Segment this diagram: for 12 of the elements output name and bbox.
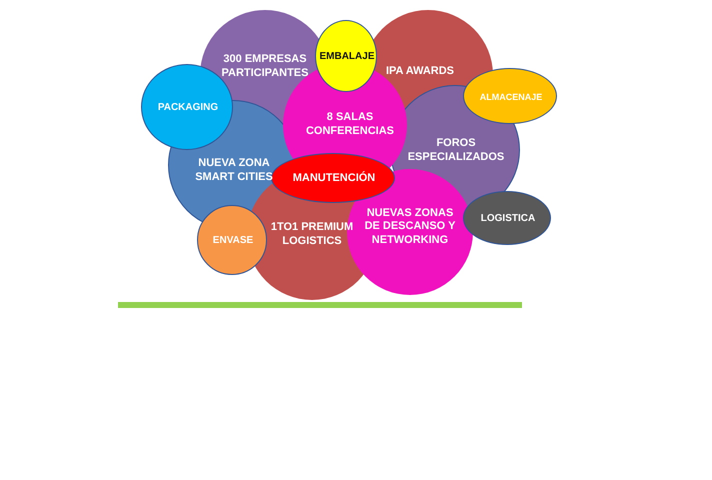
bubble-label: 300 EMPRESAS PARTICIPANTES	[220, 53, 310, 80]
bubble-label: ENVASE	[212, 234, 254, 247]
bubble-label: ALMACENAJE	[478, 92, 544, 103]
bubble-label: PACKAGING	[156, 102, 220, 114]
bubble-label: IPA AWARDS	[384, 65, 456, 79]
bubble-label: LOGISTICA	[480, 212, 536, 225]
bubble-label: 8 SALAS CONFERENCIAS	[305, 111, 395, 138]
bubble-label: NUEVAS ZONAS DE DESCANSO Y NETWORKING	[364, 206, 456, 248]
bubble-label: EMBALAJE	[318, 50, 376, 63]
bubble-label: FOROS ESPECIALIZADOS	[406, 137, 506, 164]
bubble-label: MANUTENCIÓN	[292, 172, 376, 186]
bubble-label: NUEVA ZONA SMART CITIES	[194, 157, 274, 184]
